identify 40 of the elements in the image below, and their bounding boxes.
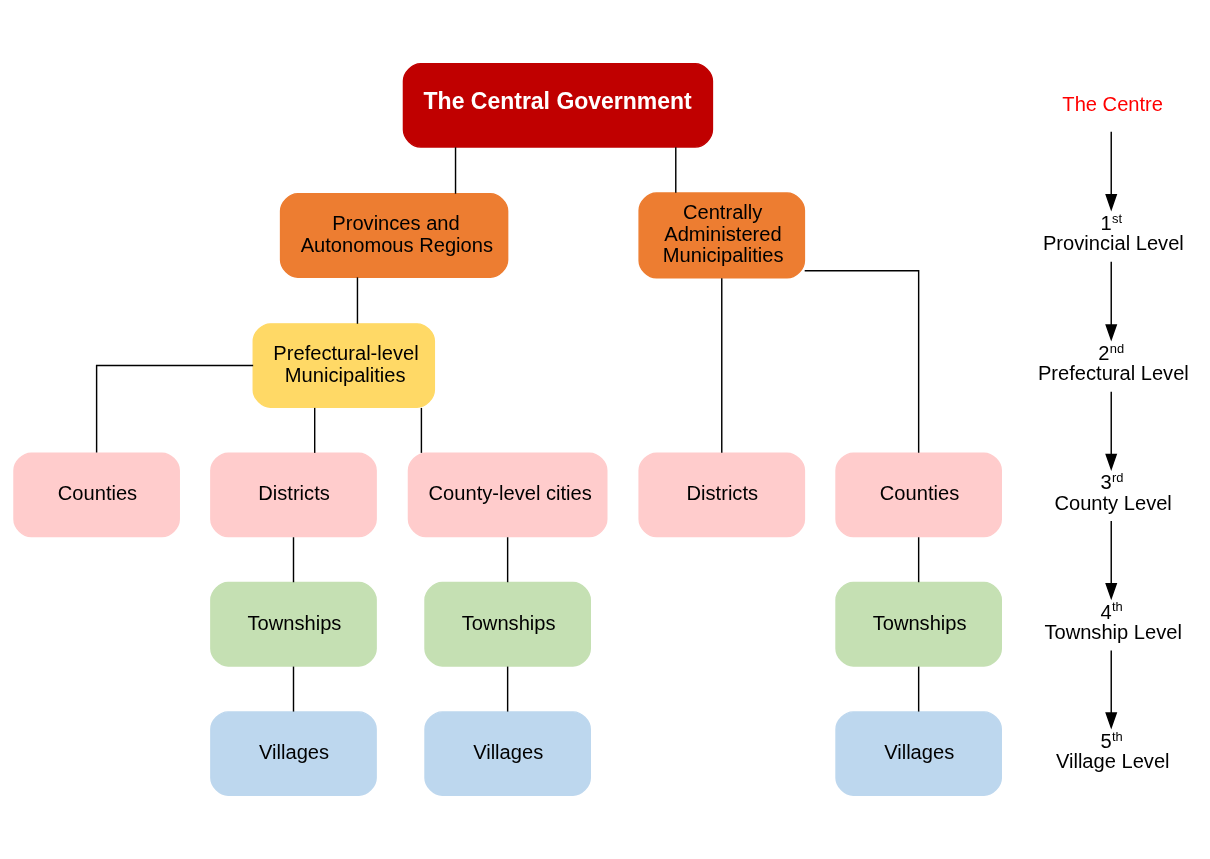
- connector: [292, 665, 295, 713]
- arrow: [1105, 520, 1118, 601]
- arrow: [1105, 649, 1118, 730]
- node-box: The Central Government: [402, 63, 714, 148]
- node-box: Districts: [638, 452, 806, 538]
- connector: [917, 665, 920, 713]
- node-box: County-level cities: [407, 452, 608, 538]
- connector: [721, 277, 723, 454]
- connector: [420, 407, 423, 454]
- connector: [95, 364, 254, 454]
- node-text: 4$^{th}$ Township Level: [1044, 599, 1182, 643]
- node-box: Townships: [210, 581, 377, 667]
- node-box: Townships: [835, 581, 1002, 667]
- connector: [917, 536, 920, 583]
- node-text: The Centre: [1062, 92, 1163, 115]
- node-box: Districts: [210, 452, 377, 538]
- connector: [454, 146, 457, 195]
- node-box: Villages: [210, 711, 377, 796]
- node-text: 1$^{st}$ Provincial Level: [1042, 210, 1184, 255]
- node-box: Counties: [835, 452, 1002, 538]
- node-box: Provinces and Autonomous Regions: [279, 193, 509, 278]
- connector: [292, 536, 295, 583]
- arrow: [1105, 261, 1118, 342]
- node-box: Counties: [13, 452, 180, 538]
- connector: [356, 276, 359, 325]
- node-text: 2$^{nd}$ Prefectural Level: [1037, 340, 1189, 385]
- connector: [313, 407, 316, 454]
- connector: [675, 146, 677, 194]
- connector: [803, 269, 920, 454]
- node-box: Prefectural-level Municipalities: [252, 323, 436, 408]
- connector: [506, 536, 509, 583]
- node-text: 3$^{rd}$ County Level: [1054, 469, 1172, 514]
- node-text: 5$^{th}$ Village Level: [1055, 728, 1170, 773]
- node-box: Villages: [835, 711, 1002, 796]
- node-box: Villages: [424, 711, 591, 796]
- node-box: Townships: [424, 581, 591, 667]
- arrow: [1105, 391, 1118, 471]
- node-box: Centrally Administered Municipalities: [638, 192, 806, 279]
- connector: [506, 665, 509, 713]
- arrow: [1105, 131, 1118, 212]
